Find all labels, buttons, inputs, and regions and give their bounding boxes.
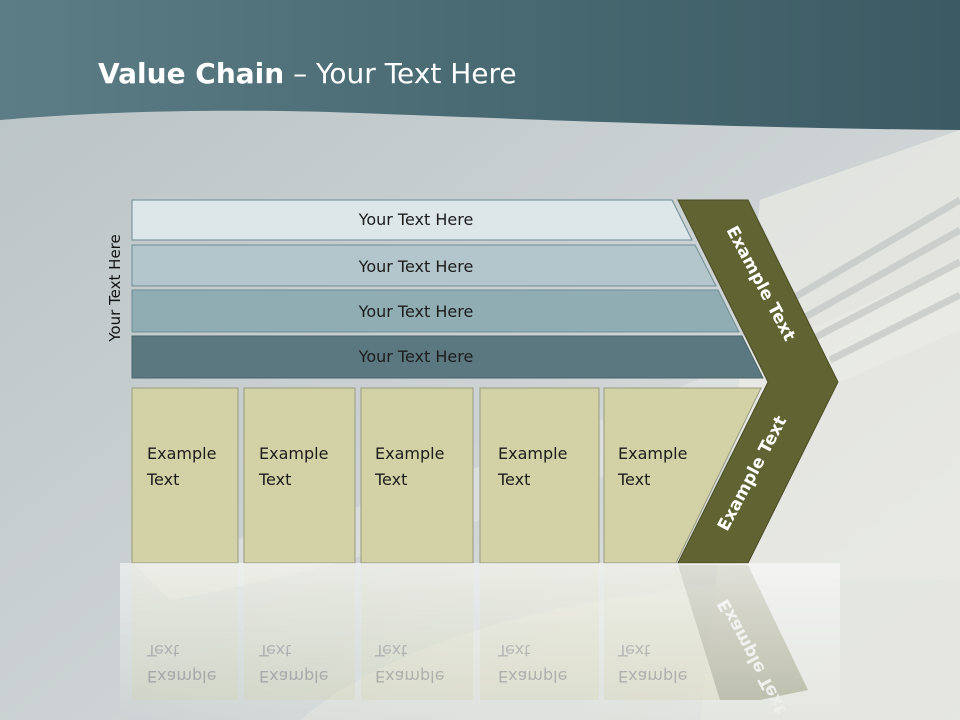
band-1-label: Your Text Here <box>358 210 474 229</box>
slide-title-bold: Value Chain <box>98 57 285 90</box>
band-3-label: Your Text Here <box>358 302 474 321</box>
band-2-label: Your Text Here <box>358 257 474 276</box>
box-1-line1: Example <box>147 444 216 463</box>
box-2[interactable]: Example Text <box>243 387 356 564</box>
band-1[interactable]: Your Text Here <box>131 199 693 241</box>
box-1[interactable]: Example Text <box>131 387 239 564</box>
box-3[interactable]: Example Text <box>360 387 474 564</box>
background-stripes <box>788 196 960 364</box>
box-4[interactable]: Example Text <box>479 387 600 564</box>
box-4-line2: Text <box>497 470 530 489</box>
box-3-line1: Example <box>375 444 444 463</box>
band-4-label: Your Text Here <box>358 347 474 366</box>
box-1-line2: Text <box>146 470 179 489</box>
box-2-line2: Text <box>258 470 291 489</box>
vertical-side-label: Your Text Here <box>106 234 124 342</box>
box-4-line1: Example <box>498 444 567 463</box>
reflection-fade <box>120 563 840 720</box>
band-2[interactable]: Your Text Here <box>131 244 717 287</box>
slide-title: Value Chain – Your Text Here <box>98 52 517 96</box>
slide-title-rest: – Your Text Here <box>284 57 517 90</box>
box-5-line1: Example <box>618 444 687 463</box>
band-4[interactable]: Your Text Here <box>131 335 764 379</box>
box-5-line2: Text <box>617 470 650 489</box>
box-2-line1: Example <box>259 444 328 463</box>
box-3-line2: Text <box>374 470 407 489</box>
box-5[interactable]: Example Text <box>603 387 762 564</box>
band-3[interactable]: Your Text Here <box>131 289 740 333</box>
header-band <box>0 0 960 130</box>
